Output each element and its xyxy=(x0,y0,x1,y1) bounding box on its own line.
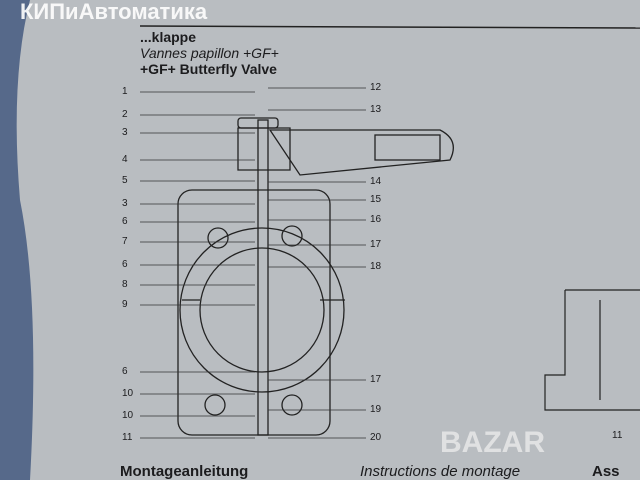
callout-l-5: 3 xyxy=(122,198,128,209)
callout-r-4: 16 xyxy=(370,214,382,225)
callout-l-6: 6 xyxy=(122,216,128,227)
valve-drawing xyxy=(177,117,454,436)
callout-r-2: 14 xyxy=(370,176,382,187)
side-detail-drawing xyxy=(544,289,640,411)
callout-l-4: 5 xyxy=(122,175,128,186)
callout-r-5: 17 xyxy=(370,239,382,250)
callout-l-11: 6 xyxy=(122,366,128,377)
callout-l-0: 1 xyxy=(122,86,128,97)
callout-l-13: 10 xyxy=(122,410,134,421)
callout-l-12: 10 xyxy=(122,388,134,399)
title-en: +GF+ Butterfly Valve xyxy=(140,61,277,77)
callout-l-1: 2 xyxy=(122,109,128,120)
title-de: ...klappe xyxy=(140,29,197,45)
callout-r-8: 19 xyxy=(370,404,382,415)
callout-r-9: 20 xyxy=(370,432,382,443)
footer-fr: Instructions de montage xyxy=(360,463,521,480)
callout-l-8: 6 xyxy=(122,259,128,270)
footer-en: Ass xyxy=(592,463,620,480)
side-callout: 11 xyxy=(612,430,623,441)
callout-l-9: 8 xyxy=(122,279,128,290)
footer-de: Montageanleitung xyxy=(120,463,249,480)
callout-r-7: 17 xyxy=(370,374,382,385)
callout-r-0: 12 xyxy=(370,82,382,93)
callout-r-1: 13 xyxy=(370,104,382,115)
callout-l-7: 7 xyxy=(122,236,128,247)
callout-r-6: 18 xyxy=(370,261,382,272)
callout-r-3: 15 xyxy=(370,194,382,205)
callout-l-2: 3 xyxy=(122,127,128,138)
callout-l-3: 4 xyxy=(122,154,128,165)
callout-l-10: 9 xyxy=(122,299,128,310)
title-fr: Vannes papillon +GF+ xyxy=(140,45,279,61)
watermark-logo: КИПиАвтоматика xyxy=(20,0,208,24)
bazar-watermark: BAZAR xyxy=(440,426,545,459)
callout-l-14: 11 xyxy=(122,432,133,443)
